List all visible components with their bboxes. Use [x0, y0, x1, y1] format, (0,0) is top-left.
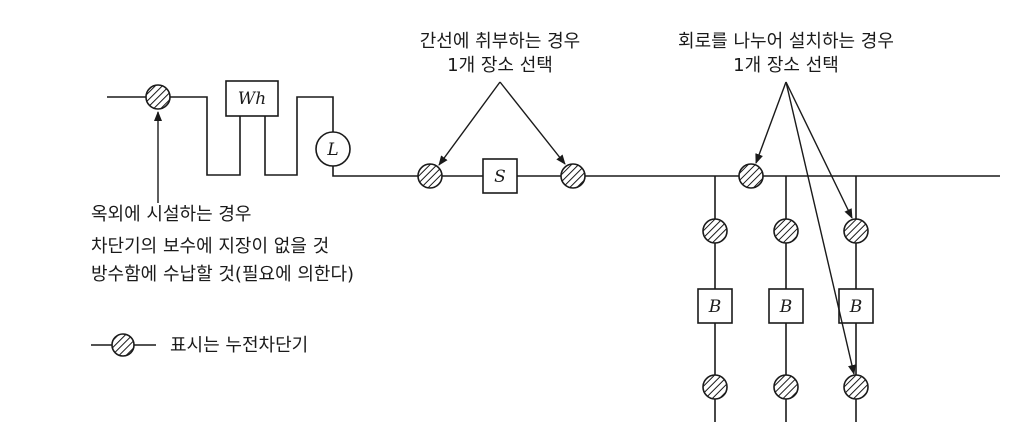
- branch-box-3-label: B: [849, 297, 863, 317]
- switch-s: S: [482, 158, 518, 194]
- trunk-line-note: 간선에 취부하는 경우: [420, 31, 580, 52]
- branch-box-2: B: [768, 288, 804, 324]
- breaker-branch-2-top: [773, 218, 799, 244]
- legend: 표시는 누전차단기: [91, 333, 308, 357]
- outdoor-note-line-1: 옥외에 시설하는 경우: [91, 204, 251, 225]
- trunk-line-sub-note: 1개 장소 선택: [447, 55, 553, 76]
- leakage-breakers: [145, 84, 869, 400]
- breaker-trunk-left: [417, 163, 443, 189]
- circuit-split-note: 회로를 나누어 설치하는 경우: [678, 31, 894, 52]
- legend-breaker-symbol: [111, 333, 135, 357]
- switch-s-label: S: [494, 167, 506, 187]
- breaker-branch-1-top: [702, 218, 728, 244]
- current-limiter: L: [315, 131, 351, 167]
- breaker-branch-3-bottom: [843, 374, 869, 400]
- outdoor-note-line-2: 차단기의 보수에 지장이 없을 것: [91, 236, 329, 257]
- breaker-branch-1-bottom: [702, 374, 728, 400]
- wh-meter-label: Wh: [238, 89, 266, 109]
- branch-box-2-label: B: [779, 297, 793, 317]
- branch-box-1: B: [697, 288, 733, 324]
- branch-box-3: B: [838, 288, 874, 324]
- breaker-branch-2-bottom: [773, 374, 799, 400]
- breaker-incoming: [145, 84, 171, 110]
- breaker-main: [738, 163, 764, 189]
- circuit-split-sub-note: 1개 장소 선택: [733, 55, 839, 76]
- breaker-trunk-right: [560, 163, 586, 189]
- annotation-arrows: [154, 81, 856, 375]
- wh-meter: Wh: [225, 80, 279, 117]
- branch-box-1-label: B: [708, 297, 722, 317]
- breaker-branch-3-top: [843, 218, 869, 244]
- current-limiter-label: L: [326, 140, 338, 160]
- outdoor-note-line-3: 방수함에 수납할 것(필요에 의한다): [91, 264, 354, 285]
- legend-text: 표시는 누전차단기: [170, 335, 308, 356]
